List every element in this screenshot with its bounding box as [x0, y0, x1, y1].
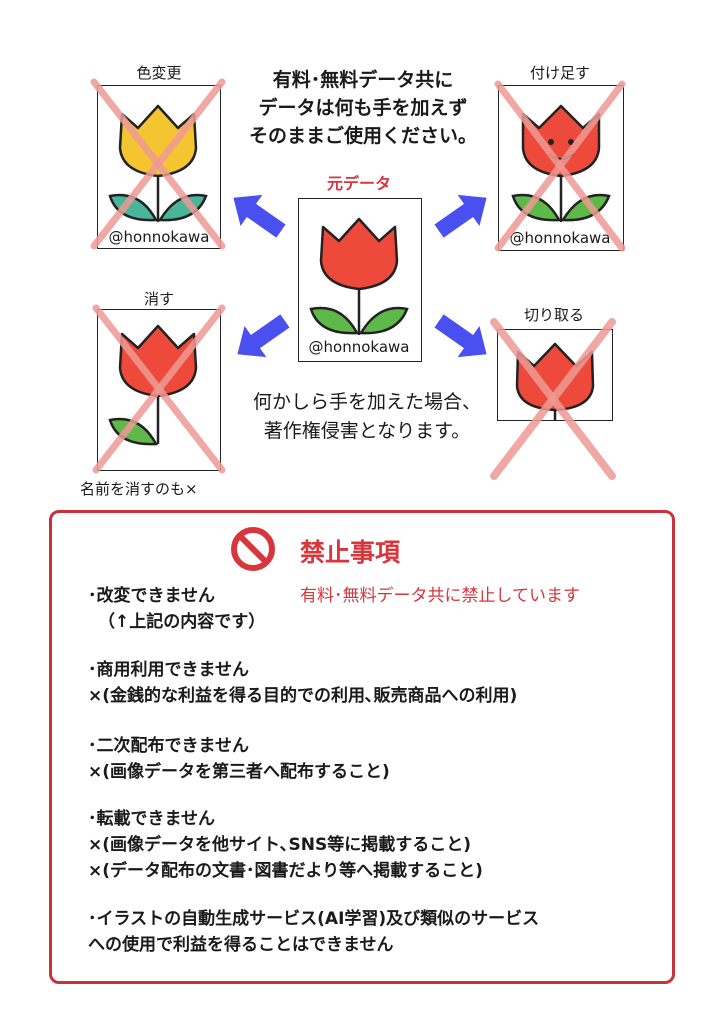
tulip-illustration: [511, 104, 611, 222]
original-handle: @honnokawa: [308, 338, 410, 356]
erase-note: 名前を消すのも×: [80, 480, 198, 498]
recolor-handle: @honnokawa: [108, 228, 210, 246]
crop-label: 切り取る: [523, 306, 584, 324]
rule-item: ･商用利用できません ×(金銭的な利益を得る目的での利用､販売商品への利用): [88, 657, 517, 709]
cross-mark-icon: [90, 78, 226, 250]
arrow-down-right-icon: [434, 314, 487, 358]
prohibited-icon: [231, 527, 275, 571]
arrow-down-left-icon: [237, 314, 290, 358]
rule-title: ･商用利用できません: [88, 660, 249, 680]
arrow-up-right-icon: [434, 194, 487, 238]
addition-handle: @honnokawa: [509, 229, 611, 247]
rule-detail: ×(データ配布の文書･図書だより等へ掲載すること): [88, 861, 483, 881]
rule-detail: （↑上記の内容です）: [98, 612, 266, 632]
rule-title: ･転載できません: [88, 809, 215, 829]
rule-detail: ×(画像データを第三者へ配布すること): [88, 762, 390, 782]
cross-mark-icon: [92, 304, 226, 474]
erase-label: 消す: [143, 290, 174, 308]
warning-line: 著作権侵害となります。: [263, 420, 471, 442]
prohibited-subtitle: 有料･無料データ共に禁止しています: [300, 586, 580, 606]
cross-mark-icon: [494, 80, 626, 252]
intro-line: データは何も手を加えず: [258, 97, 468, 119]
addition-label: 付け足す: [529, 64, 590, 82]
intro-text: 有料･無料データ共に データは何も手を加えず そのままご使用ください。: [218, 66, 508, 150]
original-label: 元データ: [326, 174, 391, 193]
original-panel: [298, 198, 422, 362]
arrow-up-left-icon: [233, 194, 286, 238]
warning-text: 何かしら手を加えた場合、 著作権侵害となります。: [222, 388, 512, 446]
intro-line: 有料･無料データ共に: [272, 69, 454, 91]
rule-item: ･転載できません ×(画像データを他サイト､SNS等に掲載すること) ×(データ…: [88, 806, 483, 884]
rule-title: ･二次配布できません: [88, 736, 249, 756]
tulip-illustration: [108, 104, 208, 222]
rule-item: ･二次配布できません ×(画像データを第三者へ配布すること): [88, 733, 390, 785]
recolor-label: 色変更: [136, 64, 182, 82]
tulip-illustration: [309, 217, 409, 335]
intro-line: そのままご使用ください。: [248, 125, 477, 147]
rule-detail: ×(金銭的な利益を得る目的での利用､販売商品への利用): [88, 686, 518, 706]
cross-mark-icon: [490, 318, 616, 480]
rule-item: ･イラストの自動生成サービス(AI学習)及び類似のサービス への使用で利益を得る…: [88, 906, 539, 958]
warning-line: 何かしら手を加えた場合、: [252, 391, 481, 413]
rule-title: ･改変できません: [88, 586, 215, 606]
rule-title: ･イラストの自動生成サービス(AI学習)及び類似のサービス: [88, 909, 540, 929]
rule-item: ･改変できません （↑上記の内容です）: [88, 583, 265, 635]
prohibited-section: [49, 510, 675, 984]
rule-detail: ×(画像データを他サイト､SNS等に掲載すること): [88, 835, 471, 855]
rule-detail: への使用で利益を得ることはできません: [88, 935, 394, 955]
prohibited-title: 禁止事項: [300, 538, 401, 567]
